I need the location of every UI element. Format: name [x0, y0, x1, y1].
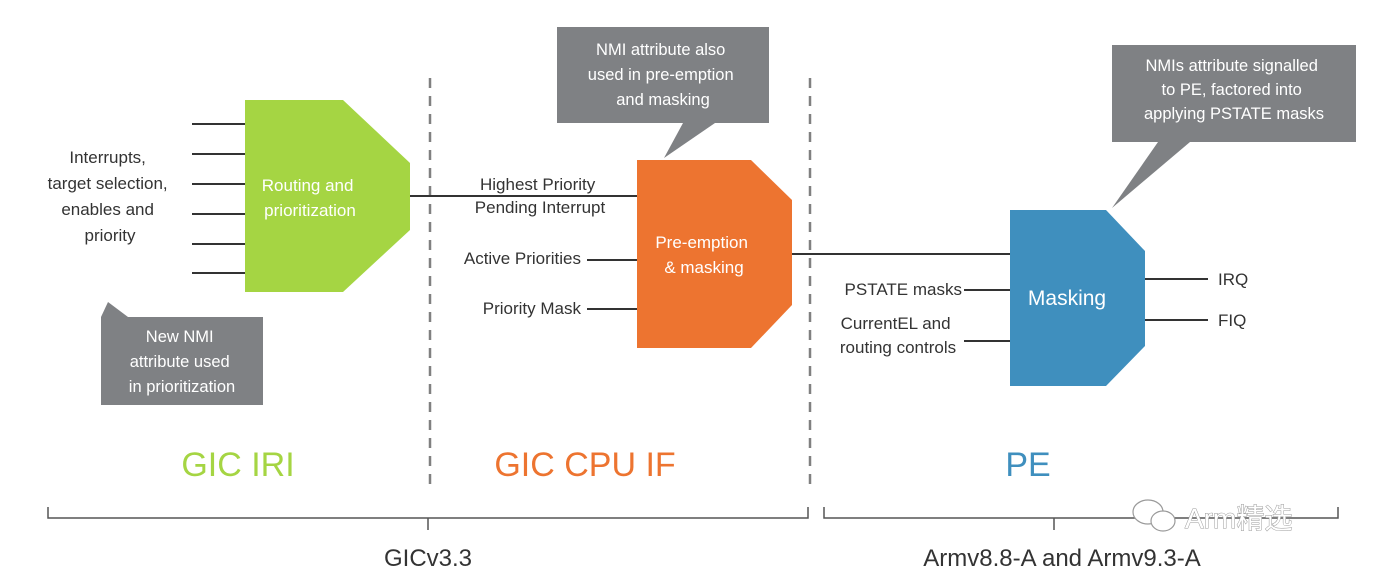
pe-callout [1112, 45, 1356, 142]
arm-arch-bracket [823, 507, 1339, 530]
preemption-masking-block [637, 160, 792, 348]
pe-masking-label: Masking [1028, 287, 1106, 310]
routing-prioritization-block [245, 100, 410, 292]
cpuif-callout-pointer [664, 123, 715, 158]
pstate-masks-label: PSTATE masks [845, 280, 962, 299]
pe-callout-pointer [1112, 142, 1190, 208]
cpuif-callout-text: NMI attribute also used in pre-emption a… [588, 41, 738, 109]
routing-prioritization-label: Routing and prioritization [262, 176, 358, 220]
section-title-gic-cpu-if: GIC CPU IF [494, 446, 675, 484]
gicv33-label: GICv3.3 [384, 545, 472, 572]
wechat-logo-icon [1132, 499, 1176, 532]
preemption-masking-label: Pre-emption & masking [655, 233, 752, 277]
section-title-pe: PE [1005, 446, 1050, 484]
iri-callout-text: New NMI attribute used in prioritization [129, 328, 235, 396]
gicv33-bracket [47, 507, 809, 530]
pe-masking-block [1010, 210, 1145, 386]
iri-callout [101, 317, 263, 405]
iri-input-label: Interrupts, target selection, enables an… [48, 148, 173, 245]
pe-callout-text: NMIs attribute signalled to PE, factored… [1144, 57, 1324, 123]
priority-mask-label: Priority Mask [483, 299, 582, 318]
currentel-label: CurrentEL and routing controls [840, 314, 956, 357]
irq-label: IRQ [1218, 270, 1248, 289]
section-title-gic-iri: GIC IRI [181, 446, 294, 484]
active-priorities-label: Active Priorities [464, 249, 581, 268]
arm-arch-label: Armv8.8-A and Armv9.3-A [923, 545, 1200, 572]
iri-input-lines [192, 123, 245, 274]
cpuif-callout [557, 27, 769, 123]
iri-callout-pointer [101, 302, 128, 317]
hppi-label: Highest Priority Pending Interrupt [475, 175, 606, 217]
fiq-label: FIQ [1218, 311, 1246, 330]
watermark-text: Arm精选 [1185, 503, 1292, 534]
